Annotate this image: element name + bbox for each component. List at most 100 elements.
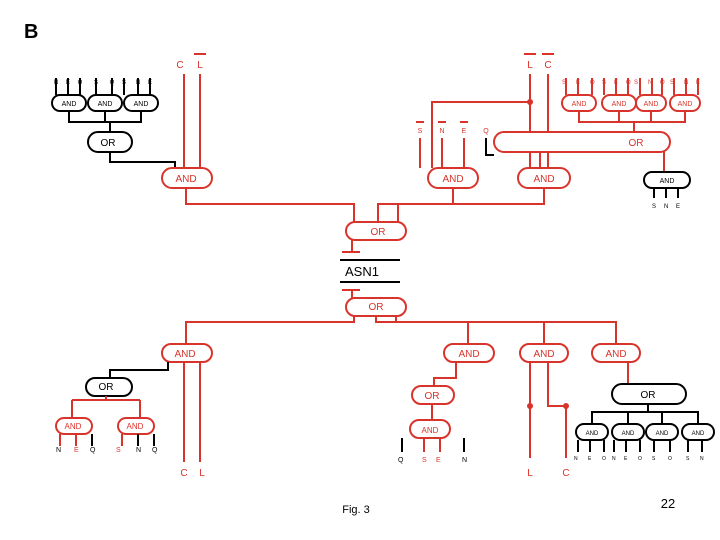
input-label: N — [136, 447, 141, 454]
input-label: N — [439, 128, 444, 135]
panel-letter: B — [24, 21, 38, 43]
input-label: Q — [483, 128, 489, 135]
input-label: Q — [398, 457, 404, 464]
input-label: O — [638, 456, 642, 462]
mid-inputs: S N E Q — [416, 121, 494, 168]
input-label: S — [562, 80, 566, 86]
input-label: E — [614, 80, 618, 86]
or-label: OR — [425, 391, 440, 402]
and-gate — [645, 423, 679, 441]
input-label: E — [676, 204, 680, 210]
input-label: S — [94, 80, 98, 86]
and-gate-bottom-mid — [409, 419, 451, 439]
var-c-top-right: C — [544, 60, 551, 71]
and-label: AND — [62, 101, 77, 108]
var-c-bottom-left: C — [180, 468, 187, 479]
and-gate-bottom-1 — [161, 343, 213, 363]
and-label: AND — [678, 101, 693, 108]
and-label: AND — [174, 349, 195, 360]
input-label: S — [652, 456, 656, 462]
and-label: AND — [533, 349, 554, 360]
input-label: E — [696, 80, 700, 86]
input-label: S — [602, 80, 606, 86]
input-label: E — [624, 456, 628, 462]
top-left-and-gates: AND AND AND N E O S Q S N E — [51, 78, 159, 132]
and-gate-bottom-left-2 — [117, 417, 155, 435]
top-right-and-gates: AND AND AND AND S E O S E O S N O S N E — [561, 78, 701, 132]
input-label: E — [576, 80, 580, 86]
input-label: N — [462, 457, 467, 464]
input-label: Q — [90, 447, 96, 454]
and-gate-bottom-left-1 — [55, 417, 93, 435]
and-label: AND — [422, 426, 439, 435]
var-c-bottom-right: C — [562, 468, 569, 479]
or-label: OR — [641, 390, 656, 401]
or-label: OR — [99, 382, 114, 393]
page-number: 22 — [661, 496, 675, 511]
and-label: AND — [644, 101, 659, 108]
input-label: N — [648, 80, 652, 86]
input-label: N — [684, 80, 688, 86]
input-label: Q — [152, 447, 158, 454]
and-label: AND — [622, 431, 635, 437]
input-label: E — [462, 128, 467, 135]
input-label: E — [148, 80, 152, 86]
or-label: OR — [369, 302, 384, 313]
or-gate-center-top — [345, 221, 407, 241]
input-label: Q — [110, 80, 115, 86]
and-gate-bottom-2 — [443, 343, 495, 363]
junction-dot — [527, 403, 533, 409]
input-label: S — [634, 80, 638, 86]
and-gate-bottom-3 — [519, 343, 569, 363]
and-label: AND — [175, 174, 196, 185]
and-gate-bottom-4 — [591, 343, 641, 363]
var-l-top-left: L — [197, 60, 203, 71]
input-label: E — [436, 457, 441, 464]
var-l-top-right: L — [527, 60, 533, 71]
and-label: AND — [134, 101, 149, 108]
input-label: O — [660, 80, 665, 86]
input-label: S — [422, 457, 427, 464]
and-label: AND — [660, 178, 675, 185]
and-label: AND — [127, 422, 144, 431]
and-label: AND — [586, 431, 599, 437]
and-label: AND — [612, 101, 627, 108]
input-label: N — [700, 456, 704, 462]
or-label: OR — [101, 138, 116, 149]
figure-caption: Fig. 3 — [342, 504, 370, 516]
input-label: N — [574, 456, 578, 462]
input-label: S — [652, 204, 656, 210]
or-label: OR — [629, 138, 644, 149]
and-label: AND — [98, 101, 113, 108]
input-label: E — [66, 80, 70, 86]
var-l-bottom-right: L — [527, 468, 533, 479]
input-label: O — [668, 456, 672, 462]
input-label: O — [78, 80, 83, 86]
input-label: S — [122, 80, 126, 86]
input-label: N — [54, 80, 58, 86]
or-gate-bottom-left — [85, 377, 133, 397]
input-label: S — [116, 447, 121, 454]
input-label: N — [664, 204, 668, 210]
and-label: AND — [458, 349, 479, 360]
and-label: AND — [656, 431, 669, 437]
input-label: S — [686, 456, 690, 462]
and-label: AND — [65, 422, 82, 431]
input-label: E — [74, 447, 79, 454]
input-label: E — [588, 456, 592, 462]
input-label: N — [612, 456, 616, 462]
var-c-top-left: C — [176, 60, 183, 71]
input-label: O — [590, 80, 595, 86]
and-gate — [575, 423, 609, 441]
var-l-bottom-left: L — [199, 468, 205, 479]
input-label: N — [56, 447, 61, 454]
input-label: S — [418, 128, 423, 135]
and-label: AND — [572, 101, 587, 108]
and-label: AND — [692, 431, 705, 437]
and-gate — [681, 423, 715, 441]
and-label: AND — [605, 349, 626, 360]
and-label: AND — [533, 174, 554, 185]
input-label: S — [670, 80, 674, 86]
or-label: OR — [371, 227, 386, 238]
